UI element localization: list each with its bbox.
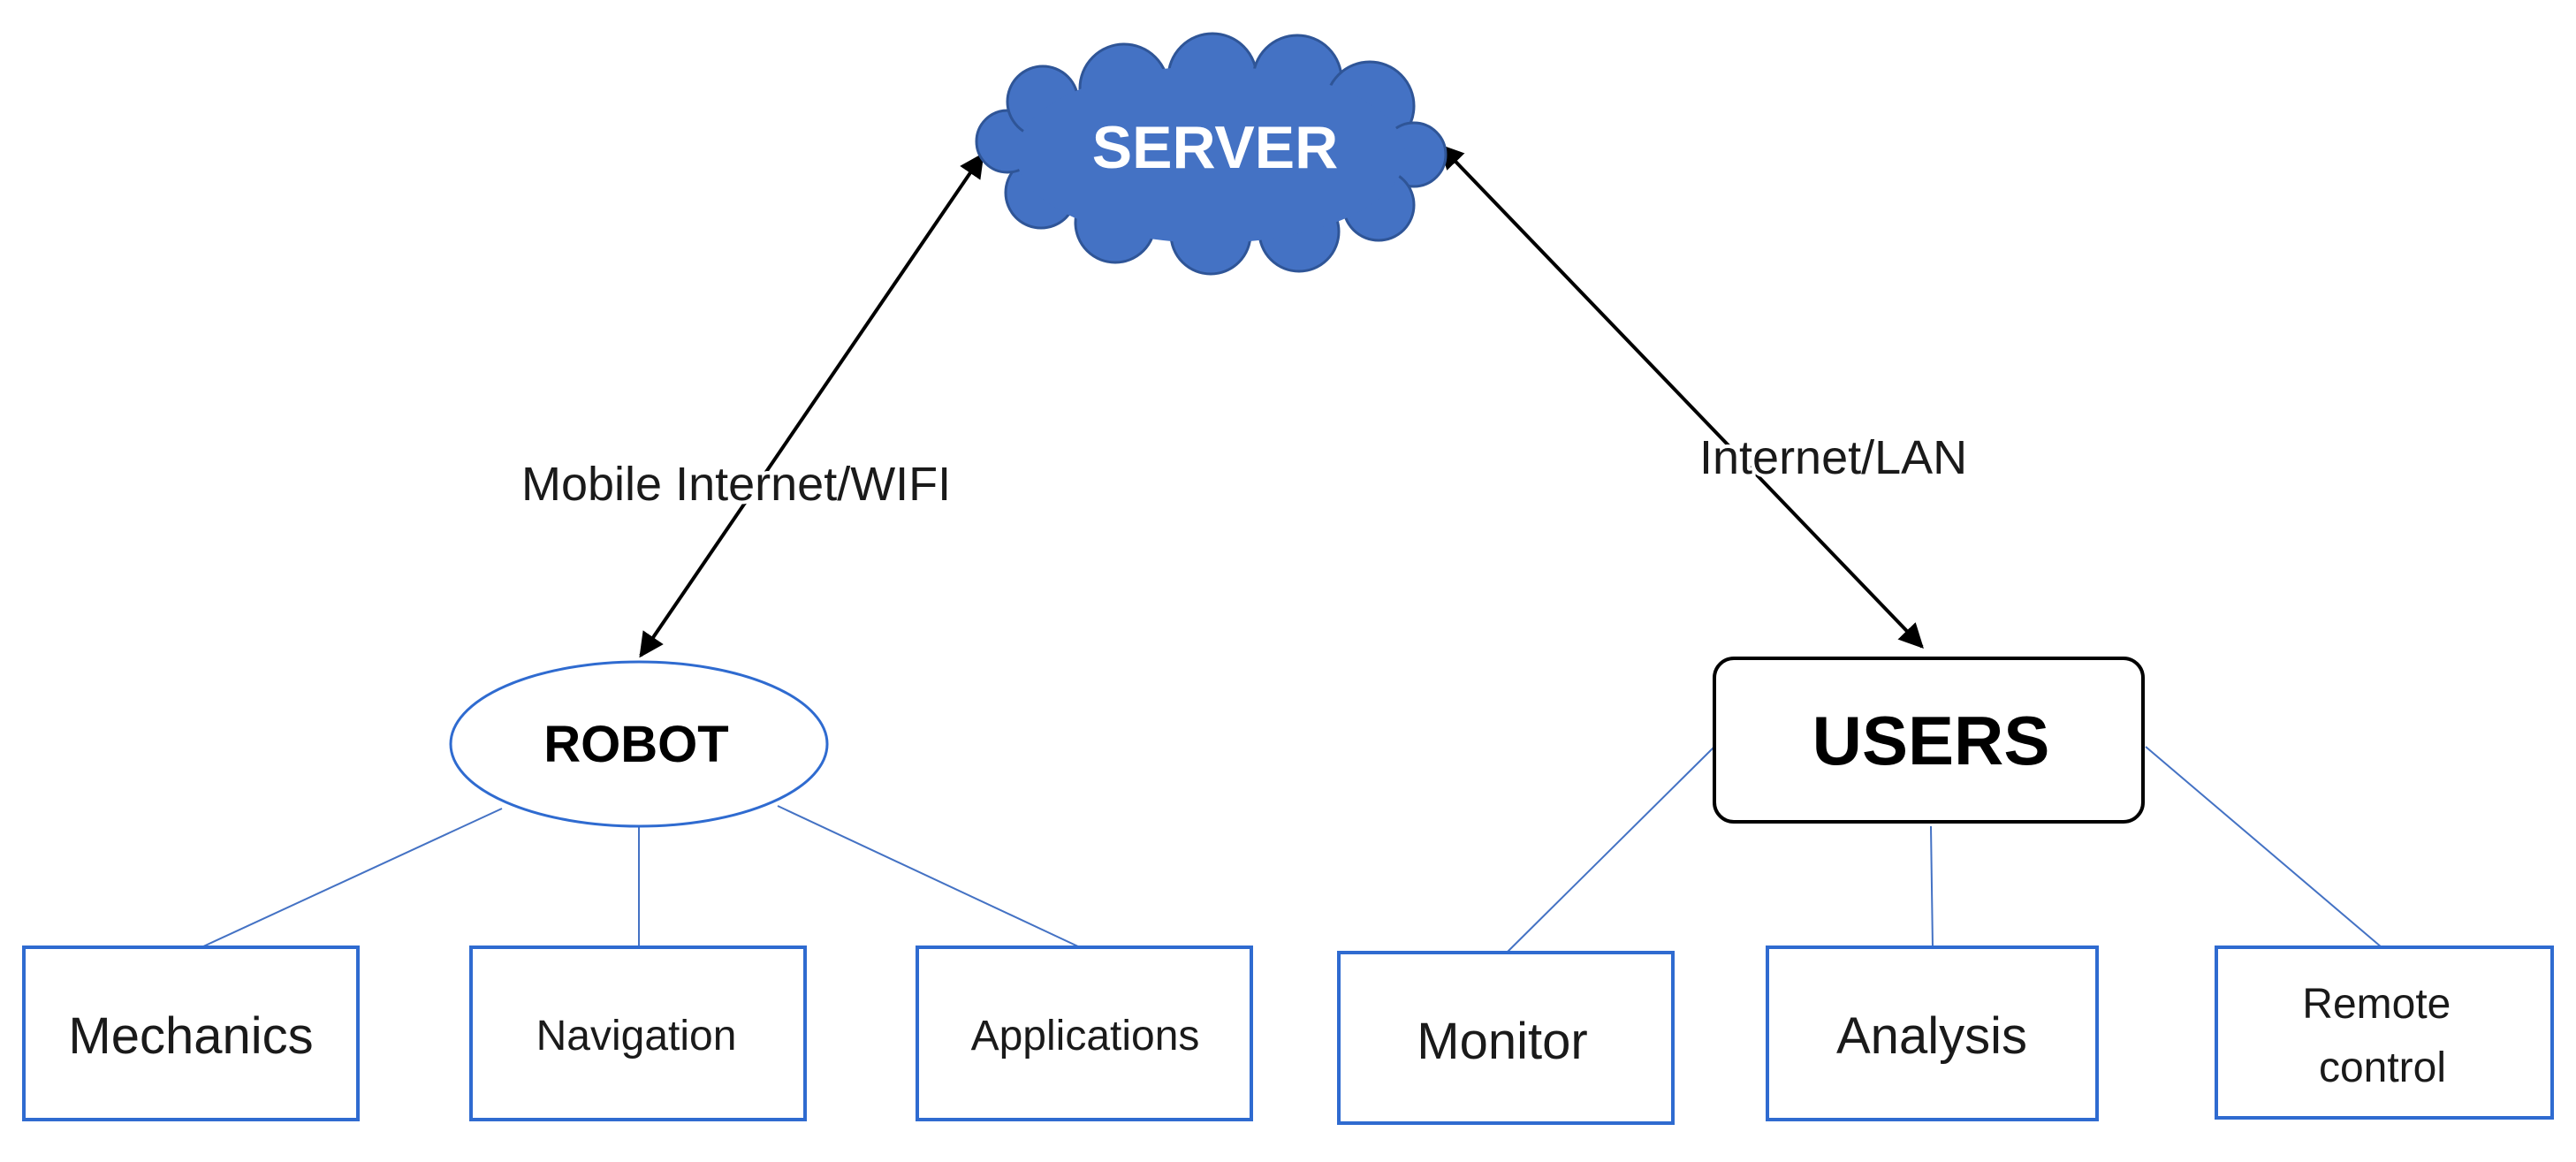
link-users-analysis [1930,825,1934,948]
label-mobile-internet-wifi: Mobile Internet/WIFI [521,458,951,511]
link-users-monitor [1506,746,1715,953]
robot-links [201,805,1081,948]
robot-modules: Mechanics Navigation Applications [22,946,1253,1121]
link-robot-mechanics [201,808,503,948]
users-box [1713,657,2145,824]
users-label: USERS [1812,702,2050,779]
function-remote-control: Remote control [2215,946,2554,1120]
link-robot-applications [777,805,1081,948]
label-internet-lan: Internet/LAN [1699,431,1967,484]
module-navigation: Navigation [469,946,807,1121]
arrow-users-server [1439,143,1924,649]
users-links [1506,746,2382,953]
function-analysis: Analysis [1766,946,2099,1121]
module-navigation-label: Navigation [536,1013,737,1059]
function-analysis-label: Analysis [1836,1007,2027,1065]
function-remote-control-line-2: control [2319,1044,2446,1091]
robot-label: ROBOT [543,716,728,773]
users-node: USERS [1713,657,2145,824]
user-functions: Monitor Analysis Remote control [1337,946,2554,1125]
link-users-remote [2145,746,2382,948]
module-applications-label: Applications [971,1013,1200,1059]
function-monitor-label: Monitor [1417,1013,1587,1070]
arrow-robot-server [639,152,984,658]
function-remote-control-line-1: Remote [2302,981,2451,1028]
module-mechanics: Mechanics [22,946,360,1121]
function-remote-control-label: Remote control [2302,981,2462,1091]
robot-node: ROBOT [449,660,829,828]
module-mechanics-label: Mechanics [68,1007,313,1065]
robot-ellipse [449,660,829,828]
server-label: SERVER [1092,114,1338,181]
server-cloud-body [1016,66,1405,243]
module-applications: Applications [916,946,1253,1121]
function-monitor: Monitor [1337,951,1675,1125]
server-cloud: SERVER [975,32,1448,276]
